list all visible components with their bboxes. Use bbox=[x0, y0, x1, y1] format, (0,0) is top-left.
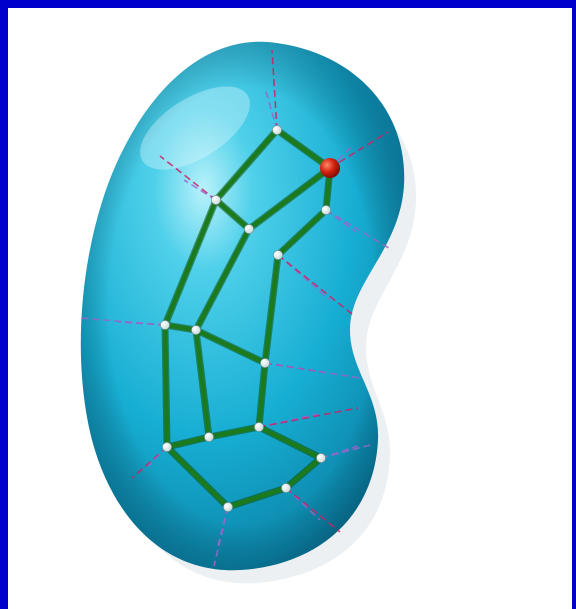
atom bbox=[316, 453, 325, 462]
atom bbox=[223, 502, 232, 511]
atom bbox=[260, 358, 269, 367]
bond bbox=[165, 325, 167, 447]
atom bbox=[211, 195, 220, 204]
atom bbox=[162, 442, 171, 451]
atom bbox=[281, 483, 290, 492]
atom bbox=[254, 422, 263, 431]
atom bbox=[272, 125, 281, 134]
atom bbox=[244, 224, 253, 233]
molecule-scene bbox=[8, 8, 572, 609]
atom bbox=[321, 205, 330, 214]
atom bbox=[273, 250, 282, 259]
molecule-viewport[interactable] bbox=[8, 8, 572, 609]
atom bbox=[191, 325, 200, 334]
atom bbox=[204, 432, 213, 441]
highlighted-atom bbox=[320, 158, 340, 178]
atom bbox=[160, 320, 169, 329]
